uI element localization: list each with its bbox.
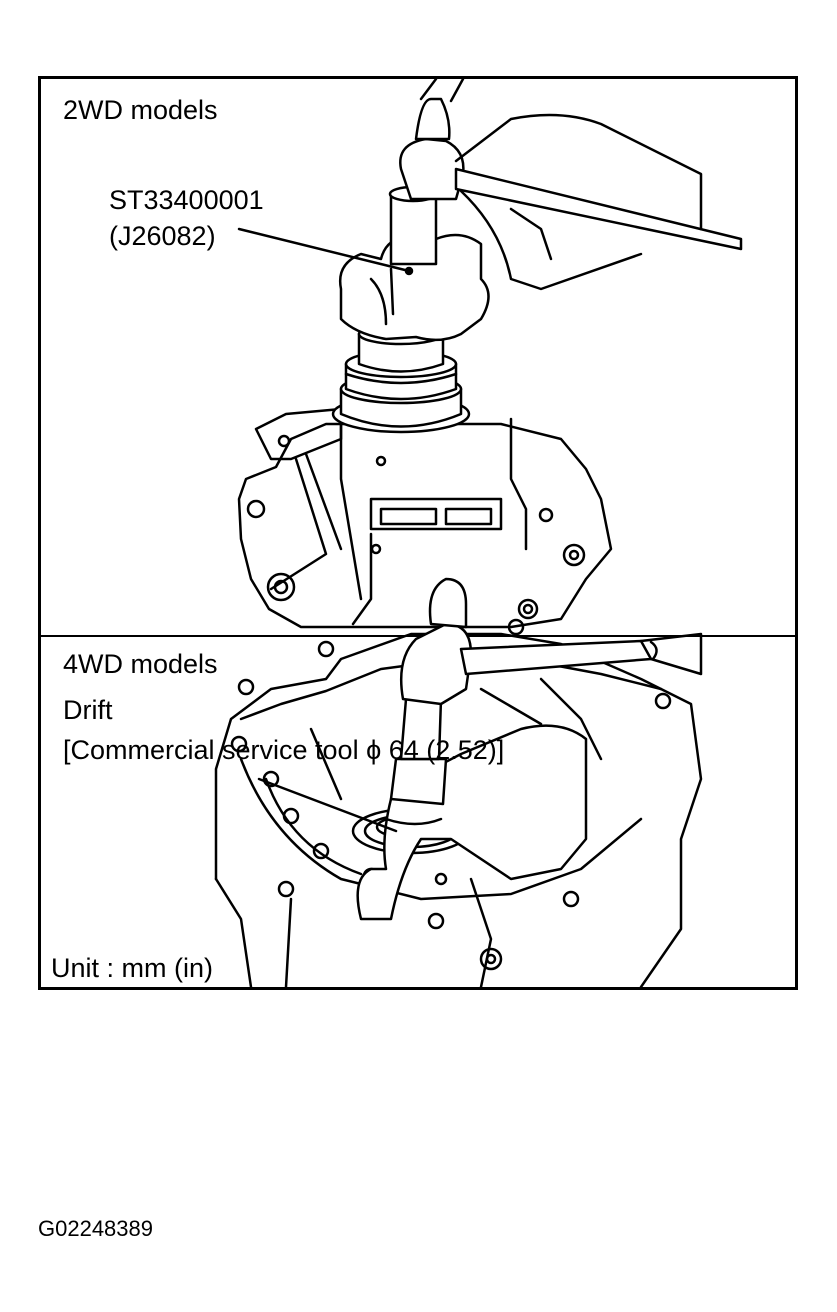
hand-2wd bbox=[338, 233, 490, 342]
panel-title-4wd: 4WD models bbox=[63, 649, 218, 679]
tool-alt-code-label: (J26082) bbox=[109, 221, 216, 251]
figure-id: G02248389 bbox=[38, 1216, 153, 1241]
panel-divider bbox=[41, 635, 795, 637]
unit-note: Unit : mm (in) bbox=[51, 953, 217, 983]
4wd-illustration bbox=[214, 577, 703, 987]
panel-title-2wd: 2WD models bbox=[63, 95, 218, 125]
hammer-handle-2wd bbox=[454, 167, 743, 251]
tool-code-label: ST33400001 bbox=[109, 185, 264, 215]
diagram-frame: 2WD models ST33400001 (J26082) 4WD model… bbox=[38, 76, 798, 990]
illustration bbox=[214, 79, 743, 987]
hammer-head-2wd bbox=[399, 137, 465, 201]
drift-label: Drift bbox=[63, 695, 113, 725]
transmission-housing bbox=[237, 422, 613, 629]
hand-4wd bbox=[356, 724, 588, 921]
transfer-case-housing bbox=[214, 632, 703, 987]
commercial-tool-spec-label: [Commercial service tool ϕ 64 (2.52)] bbox=[63, 735, 505, 765]
2wd-illustration bbox=[237, 79, 743, 629]
hammer-head-4wd bbox=[399, 622, 473, 706]
hammer-handle-4wd bbox=[459, 639, 653, 676]
drift-tool-4wd bbox=[389, 757, 448, 806]
